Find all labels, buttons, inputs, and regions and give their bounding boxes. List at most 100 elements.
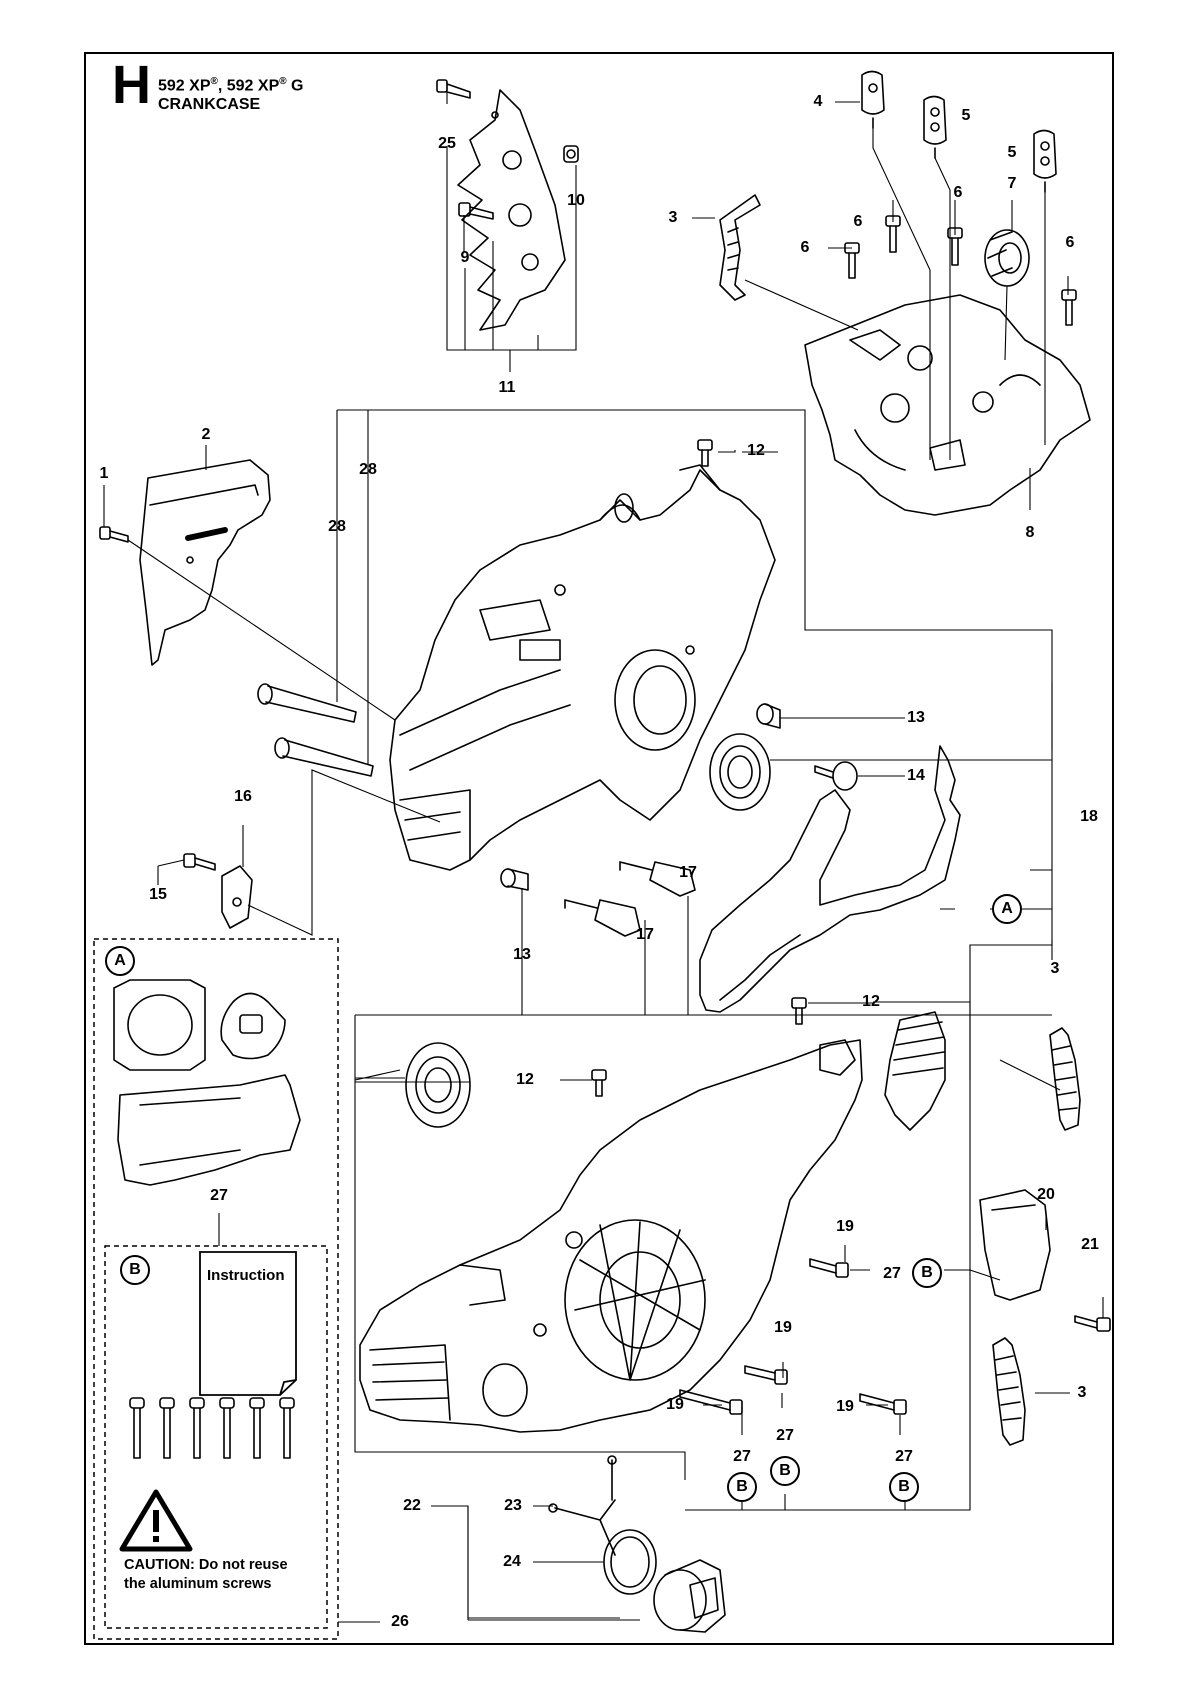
callout-12-mid: 12 (516, 1071, 534, 1088)
ref-b-mid-marker: B (727, 1472, 757, 1502)
callout-10: 10 (567, 192, 585, 209)
callout-19c: 19 (666, 1396, 684, 1413)
model-prefix: 592 XP (158, 77, 211, 95)
screws-19 (679, 1258, 907, 1415)
model-line: 592 XP®, 592 XP® G (158, 72, 304, 95)
bushing-13-top (756, 703, 781, 729)
callout-8: 8 (1025, 524, 1035, 541)
chain-guide-plate (457, 89, 566, 331)
clip-3-top (719, 194, 761, 301)
section-letter: H (112, 55, 151, 115)
callout-6c: 6 (953, 184, 963, 201)
callout-20: 20 (1037, 1186, 1055, 1203)
callout-14: 14 (907, 767, 925, 784)
callout-25: 25 (438, 135, 456, 152)
callout-19a: 19 (836, 1218, 854, 1235)
bushing-16-part (221, 865, 253, 929)
callout-17a: 17 (679, 864, 697, 881)
callout-3-mid: 3 (1050, 960, 1060, 977)
caution-line-1: CAUTION: Do not reuse (124, 1557, 288, 1573)
callout-28a: 28 (359, 461, 377, 478)
cover-20 (979, 1189, 1051, 1301)
callout-3-top: 3 (668, 209, 678, 226)
callout-27-mid: 27 (733, 1448, 751, 1465)
callout-21: 21 (1081, 1236, 1099, 1253)
screws-6 (844, 215, 1077, 326)
gasket-main (699, 745, 961, 1013)
callout-27-far: 27 (895, 1448, 913, 1465)
section-title: CRANKCASE (158, 96, 261, 114)
callout-16: 16 (234, 788, 252, 805)
ref-a-kit-marker: A (105, 946, 135, 976)
bolts-28 (257, 683, 374, 777)
callout-6b: 6 (800, 239, 810, 256)
callout-12-right: 12 (862, 993, 880, 1010)
kit-a-gasket-set (113, 979, 301, 1186)
pickup-23 (548, 1455, 617, 1556)
caution-line-2: the aluminum screws (124, 1576, 272, 1592)
cylinder-cover-8 (804, 294, 1091, 516)
callout-27-kit: 27 (210, 1187, 228, 1204)
callout-24: 24 (503, 1553, 521, 1570)
callout-22: 22 (403, 1497, 421, 1514)
adjuster-wheel-7 (984, 229, 1030, 287)
ref-a-marker: A (992, 894, 1022, 924)
bearing-top (709, 733, 771, 811)
callout-17b: 17 (636, 926, 654, 943)
clip-3-mid (1049, 1027, 1081, 1131)
screw-21 (1074, 1315, 1111, 1332)
bearing-bottom (405, 1042, 471, 1128)
callout-27-center: 27 (776, 1427, 794, 1444)
reg-mark-1: ® (210, 76, 218, 87)
instruction-label: Instruction (207, 1267, 285, 1284)
kit-a-box (93, 938, 339, 1640)
clip-3-bottom (992, 1337, 1026, 1446)
screw-12-right (791, 997, 807, 1025)
caution-text: CAUTION: Do not reuse the aluminum screw… (124, 1556, 288, 1594)
callout-1: 1 (99, 465, 109, 482)
callout-13-top: 13 (907, 709, 925, 726)
kit-b-box (104, 1245, 328, 1629)
callout-4: 4 (813, 93, 823, 110)
crankcase-upper (389, 464, 776, 871)
ref-b-right-marker: B (912, 1258, 942, 1288)
rubber-mounts-17 (564, 861, 696, 937)
callout-6d: 6 (1065, 234, 1075, 251)
leader-lines (103, 82, 1104, 1623)
screw-25 (436, 79, 471, 99)
screw-15 (183, 853, 216, 871)
ref-b-far-marker: B (889, 1472, 919, 1502)
callout-11: 11 (498, 379, 516, 396)
spring-holder (884, 1011, 946, 1131)
callout-12-top: 12 (747, 442, 765, 459)
callout-27-right: 27 (883, 1265, 901, 1282)
instruction-sheet-icon (199, 1251, 297, 1396)
grommet-4 (861, 70, 885, 129)
page-frame (84, 52, 1114, 1645)
callout-9: 9 (460, 249, 470, 266)
model-suffix: G (286, 77, 304, 95)
callout-13-bottom: 13 (513, 946, 531, 963)
callout-7: 7 (1007, 175, 1017, 192)
callout-5a: 5 (961, 107, 971, 124)
reg-mark-2: ® (279, 76, 287, 87)
rear-guard-2 (139, 459, 271, 666)
callout-28b: 28 (328, 518, 346, 535)
screw-12-mid (591, 1069, 607, 1097)
callout-15: 15 (149, 886, 167, 903)
callout-5b: 5 (1007, 144, 1017, 161)
screw-1 (99, 526, 129, 543)
fuel-cap (653, 1559, 726, 1633)
seal-ring-24 (603, 1529, 657, 1595)
grommet-5b (1033, 129, 1057, 193)
diagram-title: 592 XP®, 592 XP® G CRANKCASE (158, 72, 304, 114)
ref-b-kit-marker: B (120, 1255, 150, 1285)
callout-6a: 6 (853, 213, 863, 230)
crankcase-lower (359, 1039, 863, 1433)
callout-23: 23 (504, 1497, 522, 1514)
grommet-5a (923, 95, 947, 159)
warning-triangle-icon (119, 1489, 193, 1552)
nut-10 (563, 145, 579, 163)
callout-18: 18 (1080, 808, 1098, 825)
